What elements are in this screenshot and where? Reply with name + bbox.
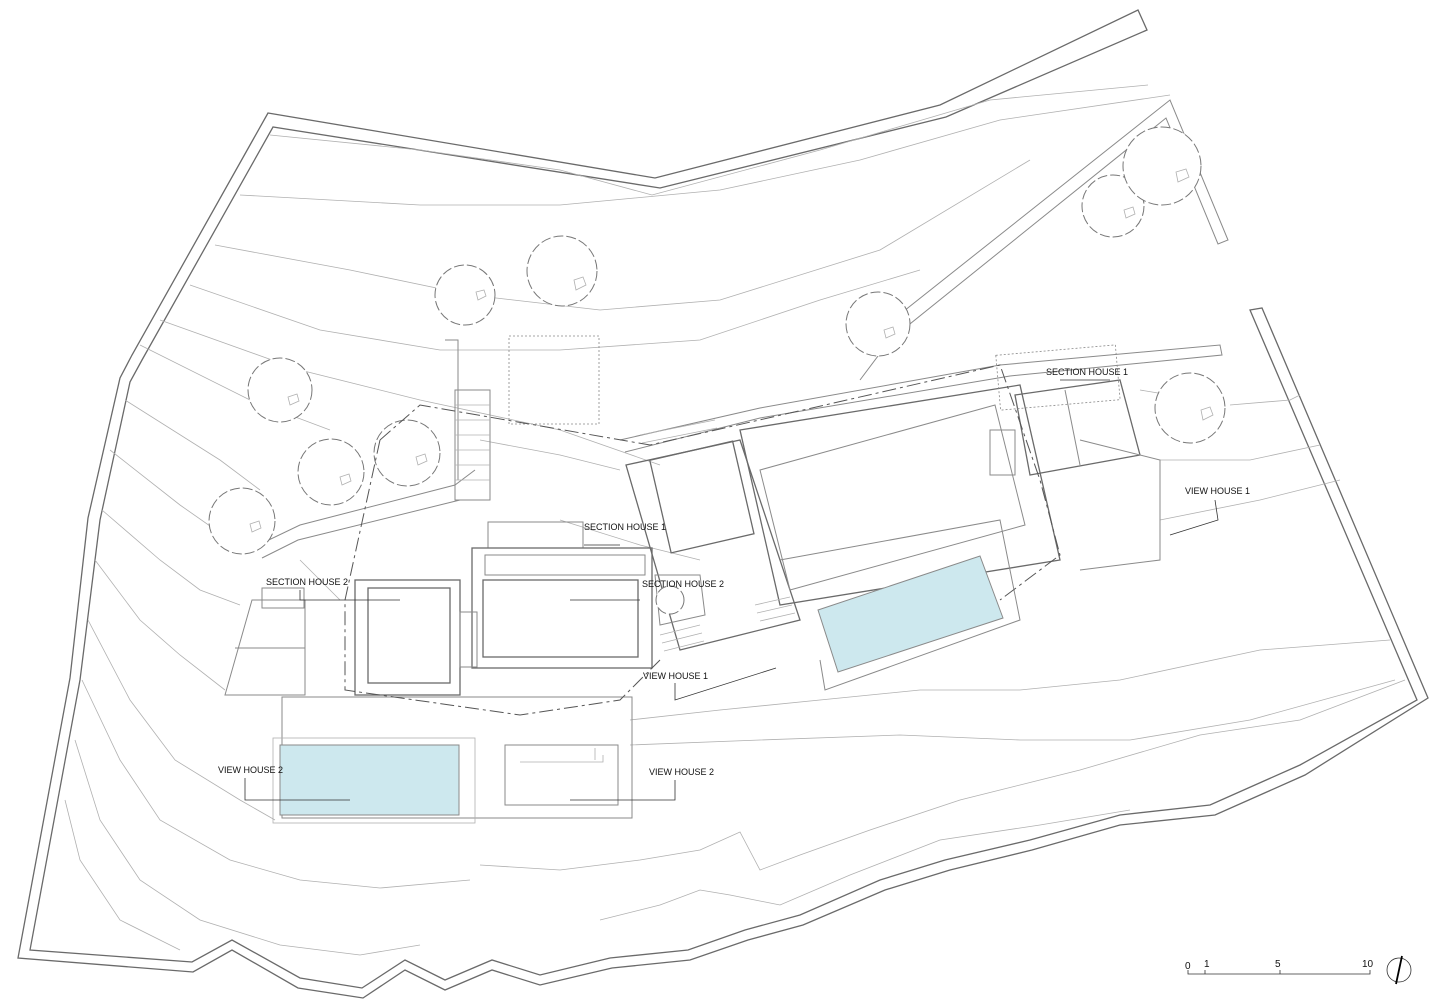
- trees: [208, 126, 1226, 555]
- pool-house-2: [279, 744, 460, 816]
- scale-tick-1: 1: [1204, 959, 1210, 970]
- pool-house-1: [817, 555, 1004, 673]
- label-section-house-2-mid: SECTION HOUSE 2: [642, 579, 724, 589]
- house-2: [224, 335, 653, 824]
- scale-bar: 0 1 5 10: [1185, 959, 1374, 975]
- tree-icon: [1081, 174, 1145, 238]
- tree-icon: [373, 419, 441, 487]
- tree-icon: [845, 291, 911, 357]
- outline-dashes: [344, 364, 1061, 716]
- label-view-house-2-west: VIEW HOUSE 2: [218, 765, 283, 775]
- label-section-house-1-mid: SECTION HOUSE 1: [584, 522, 666, 532]
- tree-icon: [208, 487, 276, 555]
- scale-tick-0: 0: [1185, 961, 1191, 972]
- house-1: [625, 344, 1161, 691]
- tree-icon: [526, 235, 598, 307]
- scale-tick-5: 5: [1275, 959, 1281, 970]
- site-boundary: [17, 9, 1429, 999]
- label-view-house-1-east: VIEW HOUSE 1: [1185, 486, 1250, 496]
- scale-tick-10: 10: [1362, 959, 1374, 970]
- tree-icon: [1122, 126, 1202, 206]
- north-arrow-icon: [1386, 955, 1412, 985]
- tree-icon: [247, 357, 313, 423]
- label-section-house-2-west: SECTION HOUSE 2: [266, 577, 348, 587]
- tree-icon: [434, 264, 496, 326]
- drawing-labels: SECTION HOUSE 1 SECTION HOUSE 1 VIEW HOU…: [218, 367, 1250, 801]
- label-view-house-2-east: VIEW HOUSE 2: [649, 767, 714, 777]
- tree-icon: [297, 438, 365, 506]
- label-view-house-1-mid: VIEW HOUSE 1: [643, 671, 708, 681]
- tree-icon: [1154, 372, 1226, 444]
- label-section-house-1-east: SECTION HOUSE 1: [1046, 367, 1128, 377]
